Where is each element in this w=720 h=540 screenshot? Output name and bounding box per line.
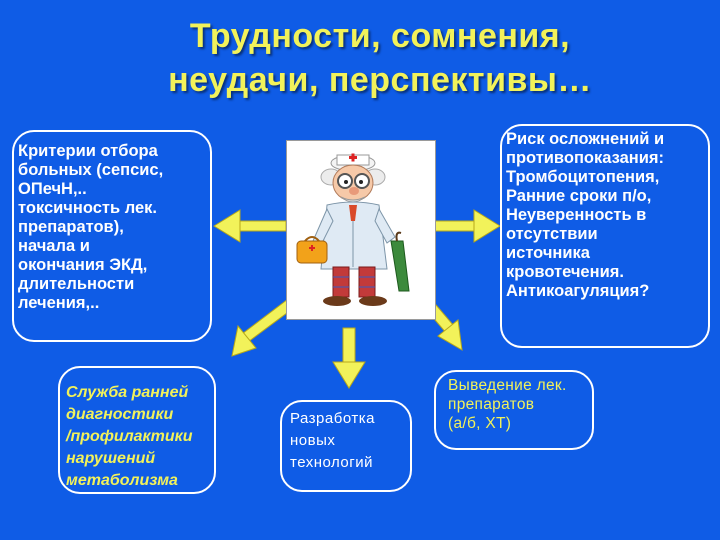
technology-text: Разработка новых технологий <box>290 408 408 474</box>
criteria-line: препаратов), <box>18 218 124 236</box>
risk-line: Неуверенность в <box>506 206 647 224</box>
risk-line: кровотечения. <box>506 263 624 281</box>
risk-line: Риск осложнений и <box>506 130 665 148</box>
drug-removal-line: препаратов <box>448 396 535 413</box>
criteria-line: лечения,.. <box>18 294 100 312</box>
criteria-text: Критерии отбора больных (сепсис, ОПечН,.… <box>18 142 214 313</box>
risk-line: Антикоагуляция? <box>506 282 650 300</box>
doctor-illustration-frame <box>286 140 436 320</box>
doctor-illustration-icon <box>296 153 410 306</box>
service-text: Служба ранней диагностики /профилактики … <box>66 382 216 492</box>
risk-line: отсутствии <box>506 225 598 243</box>
arrow-right <box>433 209 501 243</box>
criteria-line: окончания ЭКД, <box>18 256 148 274</box>
criteria-box <box>12 130 212 342</box>
service-box <box>58 366 216 494</box>
title-line-1: Трудности, сомнения, <box>189 17 571 55</box>
service-line: нарушений <box>66 450 156 467</box>
drug-removal-line: (а/б, ХТ) <box>448 415 512 432</box>
slide-title: Трудности, сомнения, неудачи, перспектив… <box>100 14 660 102</box>
criteria-line: длительности <box>18 275 135 293</box>
risk-box <box>500 124 710 348</box>
arrow-left <box>213 209 287 243</box>
title-line-2: неудачи, перспективы… <box>168 61 592 99</box>
drug-removal-box <box>434 370 594 450</box>
technology-line: технологий <box>290 454 374 471</box>
drug-removal-text: Выведение лек. препаратов (а/б, ХТ) <box>448 376 594 433</box>
service-line: диагностики <box>66 406 174 423</box>
drug-removal-line: Выведение лек. <box>448 377 567 394</box>
service-line: /профилактики <box>66 428 193 445</box>
risk-text: Риск осложнений и противопоказания: Тром… <box>506 130 706 301</box>
criteria-line: больных (сепсис, <box>18 161 164 179</box>
criteria-line: токсичность лек. <box>18 199 157 217</box>
risk-line: Тромбоцитопения, <box>506 168 660 186</box>
arrow-down <box>332 327 366 389</box>
criteria-line: начала и <box>18 237 90 255</box>
risk-line: Ранние сроки п/о, <box>506 187 652 205</box>
risk-line: источника <box>506 244 590 262</box>
service-line: метаболизма <box>66 472 178 489</box>
arrow-down-left <box>231 295 300 357</box>
criteria-line: ОПечН,.. <box>18 180 87 198</box>
risk-line: противопоказания: <box>506 149 665 167</box>
criteria-line: Критерии отбора <box>18 142 158 160</box>
technology-line: Разработка <box>290 410 375 427</box>
technology-line: новых <box>290 432 336 449</box>
service-line: Служба ранней <box>66 384 189 401</box>
technology-box <box>280 400 412 492</box>
